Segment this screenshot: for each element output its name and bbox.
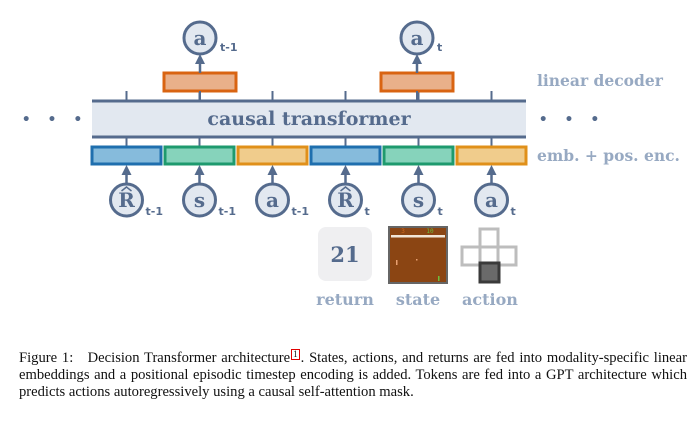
game-left-paddle: [396, 260, 398, 265]
game-right-paddle: [438, 276, 440, 281]
input-circle: [401, 182, 436, 218]
linear-decoders: [162, 54, 455, 100]
input-symbol: R: [118, 188, 135, 212]
game-score-left: 3: [401, 228, 405, 235]
state-label: state: [396, 290, 440, 309]
input-symbol: a: [266, 188, 279, 212]
caption-text: . States, actions, and returns are fed i…: [19, 350, 687, 401]
embedding-token-state: [382, 145, 455, 166]
hat-accent: [121, 186, 132, 192]
output-subscript: t-1: [220, 41, 237, 54]
output-node-action: a t-1: [182, 20, 237, 56]
embedding-token-return: [90, 145, 163, 166]
dpad-down-pressed: [478, 261, 501, 284]
input-subscript: t-1: [292, 205, 309, 218]
return-value: 21: [330, 242, 359, 267]
embedding-label: emb. + pos. enc.: [537, 146, 680, 165]
transformer-label: causal transformer: [207, 108, 411, 130]
input-circle: [474, 182, 509, 218]
output-subscript: t: [437, 41, 442, 54]
dpad-up: [478, 227, 500, 249]
return-label: return: [316, 290, 374, 309]
input-subscript: t: [511, 205, 516, 218]
embedding-tokens: [90, 145, 528, 166]
output-symbol: a: [411, 26, 424, 50]
caption-title: Decision Transformer architecture: [87, 350, 291, 366]
action-example: [460, 227, 518, 284]
input-symbol: R: [337, 188, 354, 212]
game-ball: [416, 259, 418, 261]
input-subscript: t-1: [146, 205, 163, 218]
game-top-wall: [391, 235, 445, 238]
footnote-link[interactable]: 1: [291, 349, 300, 360]
input-circle: [255, 182, 290, 218]
game-score-right: 10: [426, 228, 434, 235]
left-ellipsis: • • •: [22, 112, 89, 128]
output-circle: [182, 20, 218, 56]
output-symbol: a: [194, 26, 207, 50]
dpad-left: [460, 245, 482, 267]
input-subscript: t: [438, 205, 443, 218]
return-example: 21: [318, 227, 372, 281]
figure-caption: Figure 1: Decision Transformer architect…: [19, 349, 687, 402]
caption-prefix: Figure 1:: [19, 350, 74, 366]
dpad-right: [496, 245, 518, 267]
input-node-state: s t-1: [182, 165, 236, 218]
input-symbol: a: [485, 188, 498, 212]
embedding-token-action: [455, 145, 528, 166]
output-circle: [399, 20, 435, 56]
causal-transformer-block: causal transformer: [92, 99, 526, 139]
input-symbol: s: [194, 188, 205, 212]
linear-decoder-label: linear decoder: [537, 71, 664, 90]
input-circle: [182, 182, 217, 218]
transformer-body: [92, 101, 526, 137]
linear-decoder-box: [162, 71, 238, 93]
input-circle: [328, 182, 363, 218]
embedding-token-state: [163, 145, 236, 166]
embedding-token-return: [309, 145, 382, 166]
hat-accent: [340, 186, 351, 192]
input-symbol: s: [413, 188, 424, 212]
embedding-token-action: [236, 145, 309, 166]
right-ellipsis: • • •: [539, 112, 606, 128]
action-label: action: [462, 290, 518, 309]
input-circle: [109, 182, 144, 218]
input-subscript: t: [365, 205, 370, 218]
state-example: 3 10: [388, 226, 448, 284]
linear-decoder-box: [379, 71, 455, 93]
input-node-action: a t-1: [255, 165, 309, 218]
input-subscript: t-1: [219, 205, 236, 218]
return-box: [318, 227, 372, 281]
